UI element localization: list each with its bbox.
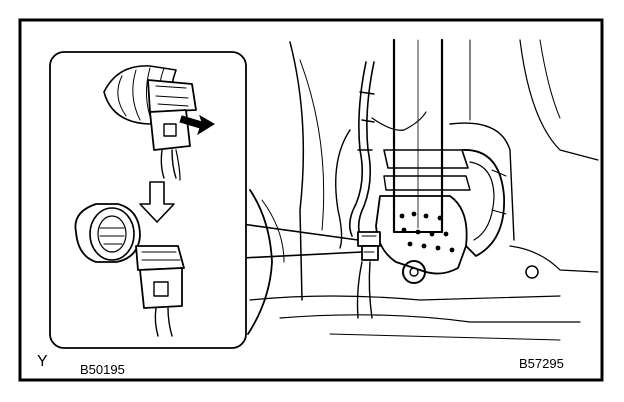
lower-nut <box>402 260 426 284</box>
inset-step-connected <box>103 65 197 181</box>
plug-wire <box>160 149 165 179</box>
wire-harness <box>348 61 367 237</box>
body-panel-line <box>289 41 305 301</box>
mating-connector <box>147 79 197 113</box>
inset-panel <box>49 51 247 349</box>
down-step-arrow-icon <box>139 181 175 223</box>
plug-wire <box>171 149 177 179</box>
corner-letter: Y <box>37 353 48 370</box>
lower-nut-center <box>409 267 419 277</box>
sensor-wire <box>356 261 363 319</box>
bracket-holes <box>399 211 455 253</box>
strut-body <box>392 38 444 234</box>
floor-line <box>249 295 561 301</box>
bolt <box>525 265 539 279</box>
body-panel-line <box>519 39 599 161</box>
separated-plug <box>135 245 185 271</box>
wire-harness-tie <box>357 91 375 151</box>
body-panel-line <box>299 59 325 231</box>
main-code: B57295 <box>519 356 564 371</box>
sensor-wire <box>368 261 373 319</box>
floor-line <box>329 333 561 341</box>
hub-assembly <box>469 161 495 241</box>
hub-flange <box>491 169 507 215</box>
wire-harness <box>371 111 427 131</box>
floor-line <box>509 245 599 273</box>
separated-plug-wire <box>167 307 173 337</box>
hub-flange <box>449 122 515 241</box>
strut-band <box>383 175 471 191</box>
inset-code: B50195 <box>80 362 125 377</box>
separated-plug-wire <box>154 307 159 337</box>
callout-leader <box>241 223 363 259</box>
vehicle-connector <box>357 231 381 261</box>
body-panel-line <box>539 39 561 119</box>
inset-step-disconnected <box>74 203 185 337</box>
wire-harness <box>357 61 375 237</box>
hub-assembly <box>461 149 505 257</box>
floor-line <box>279 314 581 323</box>
knuckle-bracket <box>375 195 468 275</box>
body-contour <box>247 189 273 335</box>
pull-direction-arrow-icon <box>179 114 215 136</box>
strut-band <box>383 149 469 169</box>
